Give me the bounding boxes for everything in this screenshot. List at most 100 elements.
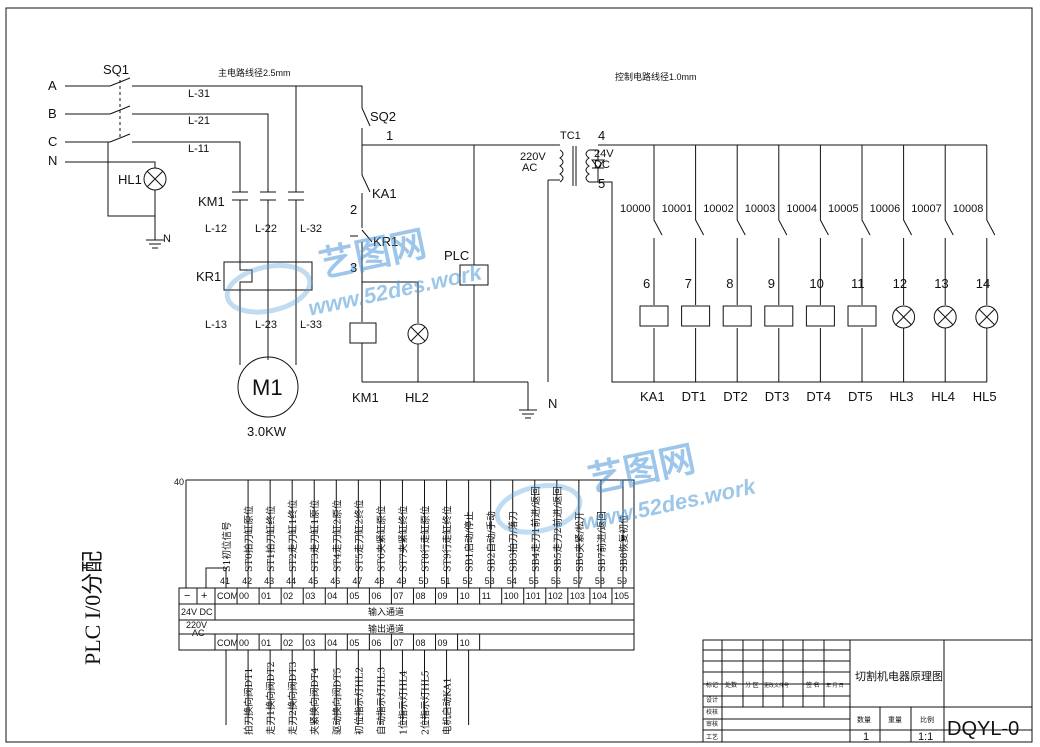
- plc-label: PLC: [444, 248, 469, 263]
- output-description: 初位指示灯HL2: [353, 667, 365, 735]
- output-description: 1位指示灯HL4: [397, 670, 409, 735]
- output-address: 10002: [703, 203, 734, 215]
- output-node: 8: [726, 276, 733, 291]
- motor-label: M1: [252, 375, 283, 400]
- input-number: 45: [308, 576, 318, 586]
- output-cell: 03: [305, 638, 315, 648]
- input-cell: 102: [548, 591, 563, 601]
- hl2-label: HL2: [405, 390, 429, 405]
- dc-label: DC: [594, 159, 610, 171]
- input-number: 46: [330, 576, 340, 586]
- input-description: SB3拍刀/落刀: [508, 511, 520, 572]
- output-node: 13: [934, 276, 948, 291]
- output-branches: 100006KA1100017DT1100028DT2100039DT31000…: [620, 145, 999, 404]
- out-channel-label: 输出通道: [368, 623, 404, 634]
- ground-n-label: N: [548, 396, 557, 411]
- wire-l21: L-21: [188, 115, 210, 127]
- output-device-label: HL5: [973, 389, 997, 404]
- input-description: SB8恢复初位: [618, 514, 630, 572]
- wire-l22: L-22: [255, 223, 277, 235]
- relay-coil: [681, 305, 711, 327]
- output-node: 10: [809, 276, 823, 291]
- tb-qty-label: 数量: [857, 715, 871, 724]
- ac220-label-b: AC: [192, 628, 205, 638]
- v220-label: 220V: [520, 151, 546, 163]
- output-node: 11: [851, 276, 865, 291]
- output-address: 10008: [953, 203, 984, 215]
- tb-row-jiaohe: 校核: [706, 708, 718, 716]
- title-block: 标记 设计 校核 审核 工艺 处数 分 区 更改文件号 签 名 年 月 日 切割…: [702, 639, 1033, 743]
- output-address: 10001: [662, 203, 693, 215]
- indicator-lamp: [933, 305, 957, 329]
- phase-a-label: A: [48, 78, 57, 93]
- tb-scale: 1:1: [918, 731, 933, 743]
- tb-row-sheji: 设计: [706, 696, 718, 704]
- input-cell: 04: [327, 591, 337, 601]
- tb-qty: 1: [863, 731, 869, 743]
- wire-l31: L-31: [188, 88, 210, 100]
- input-number: 49: [396, 576, 406, 586]
- minus-label: −: [184, 590, 190, 602]
- tb-head-fenqu: 分 区: [745, 681, 759, 689]
- wire-l23: L-23: [255, 319, 277, 331]
- indicator-lamp: [975, 305, 999, 329]
- output-cell: 04: [327, 638, 337, 648]
- input-description: SB6夹紧/松开: [574, 511, 586, 572]
- phase-n-label: N: [48, 153, 57, 168]
- input-description: ST3走刀缸1原位: [309, 499, 321, 572]
- km1-coil-label: KM1: [352, 390, 379, 405]
- output-description: 拍刀换向阀DT1: [243, 668, 255, 736]
- relay-coil: [847, 305, 877, 327]
- output-device-label: KA1: [640, 389, 665, 404]
- wire-l32: L-32: [300, 223, 322, 235]
- input-number: 58: [595, 576, 605, 586]
- output-address: 10000: [620, 203, 651, 215]
- output-cell: 07: [393, 638, 403, 648]
- indicator-lamp: [892, 305, 916, 329]
- output-device-label: DT4: [806, 389, 831, 404]
- input-description: ST4走刀缸2原位: [331, 499, 343, 572]
- input-cell: 10: [460, 591, 470, 601]
- input-number: 57: [573, 576, 583, 586]
- wire-l12: L-12: [205, 223, 227, 235]
- hl1-label: HL1: [118, 172, 142, 187]
- input-cell: 01: [261, 591, 271, 601]
- tb-head-genggai: 更改文件号: [764, 682, 789, 689]
- node-1: 1: [386, 128, 393, 143]
- relay-coil: [722, 305, 752, 327]
- node-3: 3: [350, 260, 357, 275]
- kr1-label: KR1: [196, 269, 221, 284]
- output-description: 电机启动KA1: [442, 677, 454, 735]
- input-number: 53: [485, 576, 495, 586]
- relay-coil: [764, 305, 794, 327]
- input-cell: 07: [393, 591, 403, 601]
- output-device-label: DT1: [682, 389, 707, 404]
- output-device-label: HL4: [931, 389, 955, 404]
- input-number: 41: [220, 576, 230, 586]
- node-5: 5: [598, 176, 605, 191]
- output-cell: 05: [349, 638, 359, 648]
- input-cell: 103: [570, 591, 585, 601]
- node-2: 2: [350, 202, 357, 217]
- output-cell: 08: [415, 638, 425, 648]
- input-cell: 101: [526, 591, 541, 601]
- output-device-label: DT2: [723, 389, 748, 404]
- input-number: 52: [463, 576, 473, 586]
- plc-terminal-grid: [178, 587, 635, 651]
- input-description: ST2走刀缸1终位: [287, 499, 299, 572]
- wire-40: 40: [174, 477, 184, 487]
- input-cell: 08: [415, 591, 425, 601]
- ac-label: AC: [522, 162, 537, 174]
- control-circuit: SQ2 1 控制电路线径1.0mm KA1 2 KR1 3 KM1 HL2 PL…: [296, 71, 987, 419]
- drawing-number: DQYL-0: [947, 718, 1019, 740]
- input-description: ST6夹紧缸原位: [375, 505, 387, 572]
- plus-label: +: [201, 590, 207, 602]
- ctrl-wire-note: 控制电路线径1.0mm: [615, 71, 697, 82]
- output-cell: 01: [261, 638, 271, 648]
